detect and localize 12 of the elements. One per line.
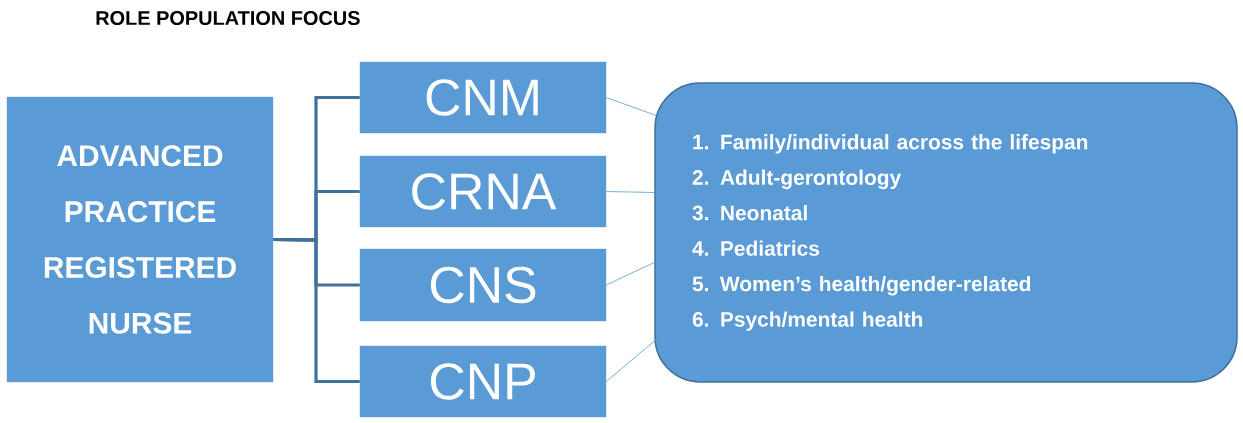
population-box: 1. Family/individual across the lifespan 2. Adult-gerontology 3. Neonatal 4. Pediatrics 5. Women’s health/gender-related 6. Psych/mental health [654, 82, 1238, 383]
connector [605, 191, 655, 193]
connector [273, 237, 360, 384]
role-box: CRNA [359, 155, 607, 228]
connector [605, 339, 657, 382]
role-box: CNS [359, 248, 607, 322]
role-box: CNM [359, 61, 607, 134]
heading: ROLE POPULATION FOCUS [96, 10, 360, 26]
role-box: ADVANCED PRACTICE REGISTERED NURSE [6, 96, 274, 383]
connector [605, 262, 655, 286]
role-box: CNP [359, 345, 607, 418]
connector [605, 97, 657, 116]
